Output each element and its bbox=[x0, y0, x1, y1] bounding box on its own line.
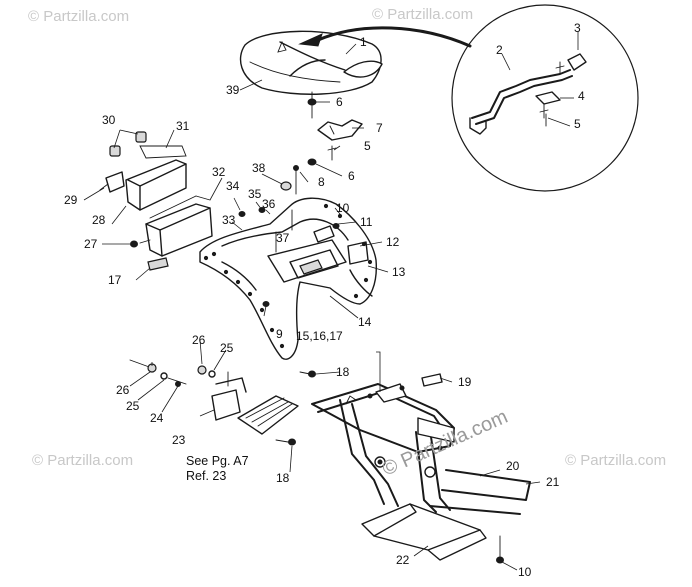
reference-note-page: See Pg. A7 bbox=[186, 454, 249, 468]
footrest-drawing bbox=[129, 359, 316, 446]
watermark-frame: © Partzilla.com bbox=[379, 406, 511, 481]
callout-11: 11 bbox=[360, 215, 373, 229]
storage-box-drawing bbox=[130, 195, 213, 271]
callout-13: 13 bbox=[392, 265, 406, 279]
callout-21: 21 bbox=[546, 475, 560, 489]
callout-8: 8 bbox=[318, 175, 325, 189]
callout-26-left: 26 bbox=[116, 383, 130, 397]
callout-39: 39 bbox=[226, 83, 240, 97]
callout-35: 35 bbox=[248, 187, 262, 201]
callout-25-right: 25 bbox=[220, 341, 234, 355]
callout-19: 19 bbox=[458, 375, 472, 389]
callout-14: 14 bbox=[358, 315, 372, 329]
callout-5-lower: 5 bbox=[364, 139, 371, 153]
watermark-top-left: © Partzilla.com bbox=[28, 8, 130, 25]
callout-28: 28 bbox=[92, 213, 106, 227]
detail-arrow bbox=[316, 26, 472, 48]
callout-20: 20 bbox=[506, 459, 520, 473]
watermark-bottom-left: © Partzilla.com bbox=[32, 452, 134, 469]
callout-10-lower: 10 bbox=[518, 565, 532, 579]
callout-25-left: 25 bbox=[126, 399, 140, 413]
callout-32: 32 bbox=[212, 165, 226, 179]
callout-34: 34 bbox=[226, 179, 240, 193]
callout-31: 31 bbox=[176, 119, 190, 133]
callout-23: 23 bbox=[172, 433, 186, 447]
callout-17: 17 bbox=[108, 273, 122, 287]
callout-1: 1 bbox=[360, 35, 367, 49]
watermark-top-right: © Partzilla.com bbox=[372, 6, 474, 23]
rear-frame-drawing bbox=[311, 373, 531, 564]
callout-5-detail: 5 bbox=[574, 117, 581, 131]
detail-circle-seat-latch bbox=[451, 4, 639, 192]
seat-drawing bbox=[239, 30, 383, 95]
callout-15-16-17: 15,16,17 bbox=[296, 329, 343, 343]
callout-9: 9 bbox=[276, 327, 283, 341]
callout-6-upper: 6 bbox=[336, 95, 343, 109]
callout-36: 36 bbox=[262, 197, 276, 211]
callout-4: 4 bbox=[578, 89, 585, 103]
leader-lines bbox=[83, 32, 579, 571]
watermark-bottom-right: © Partzilla.com bbox=[565, 452, 667, 469]
callout-33: 33 bbox=[222, 213, 236, 227]
reference-note-ref: Ref. 23 bbox=[186, 469, 227, 483]
tail-lamp-drawing bbox=[99, 131, 187, 211]
callout-37: 37 bbox=[276, 231, 290, 245]
detail-arrowhead bbox=[298, 33, 323, 47]
rear-fender-drawing bbox=[199, 181, 377, 360]
reference-note: See Pg. A7 Ref. 23 bbox=[186, 454, 249, 484]
callout-24: 24 bbox=[150, 411, 164, 425]
callout-38: 38 bbox=[252, 161, 266, 175]
callout-26-right: 26 bbox=[192, 333, 206, 347]
callout-30: 30 bbox=[102, 113, 116, 127]
callout-7: 7 bbox=[376, 121, 383, 135]
callout-18-lower: 18 bbox=[276, 471, 290, 485]
callout-22: 22 bbox=[396, 553, 410, 567]
callout-18-upper: 18 bbox=[336, 365, 350, 379]
callout-3: 3 bbox=[574, 21, 581, 35]
callout-6-lower: 6 bbox=[348, 169, 355, 183]
callout-27: 27 bbox=[84, 237, 98, 251]
callout-2: 2 bbox=[496, 43, 503, 57]
callout-29: 29 bbox=[64, 193, 78, 207]
callout-12: 12 bbox=[386, 235, 400, 249]
seat-bracket-drawing bbox=[293, 91, 363, 195]
callout-10-upper: 10 bbox=[336, 201, 350, 215]
